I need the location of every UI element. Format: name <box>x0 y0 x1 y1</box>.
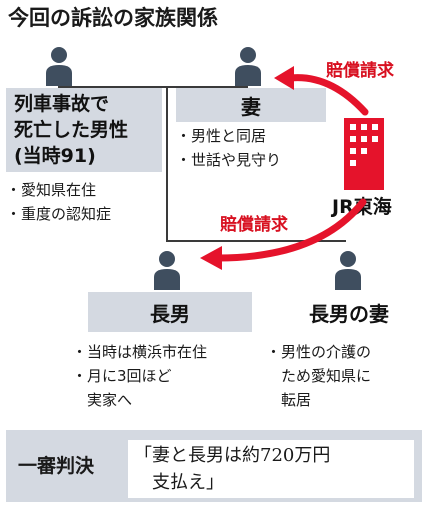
son-fact: ・月に3回ほど <box>72 367 172 385</box>
son-wife-fact: ため愛知県に <box>266 367 372 385</box>
diagram-title: 今回の訴訟の家族関係 <box>8 6 218 30</box>
verdict-label: 一審判決 <box>18 455 95 477</box>
sibling-line <box>166 240 346 242</box>
arrow-icon <box>200 198 367 270</box>
son-box: 長男 <box>88 292 252 332</box>
wife-box: 妻 <box>176 88 326 122</box>
deceased-line-1: 列車事故で <box>14 93 110 115</box>
person-icon <box>46 47 72 86</box>
wife-fact: ・世話や見守り <box>176 151 282 169</box>
deceased-facts: ・愛知県在住 ・重度の認知症 <box>6 178 111 226</box>
deceased-line-3: (当時91) <box>14 145 96 167</box>
spouse-line <box>58 86 248 88</box>
son-wife-fact: ・男性の介護の <box>266 343 372 361</box>
son-fact: ・当時は横浜市在住 <box>72 343 208 361</box>
building-icon <box>344 118 384 190</box>
person-icon <box>154 251 180 290</box>
wife-facts: ・男性と同居 ・世話や見守り <box>176 124 281 172</box>
son-wife-fact: 転居 <box>266 391 312 409</box>
deceased-fact: ・愛知県在住 <box>6 181 97 199</box>
person-icon <box>235 47 261 86</box>
arrow-icon <box>274 66 369 116</box>
verdict-line: 「妻と長男は約720万円 <box>134 445 331 466</box>
son-label: 長男 <box>150 301 190 326</box>
claim-label-wife: 賠償請求 <box>326 61 394 81</box>
son-wife-box: 長男の妻 <box>276 292 422 332</box>
son-fact: 実家へ <box>72 391 133 409</box>
claim-label-son: 賠償請求 <box>220 215 288 235</box>
son-wife-label: 長男の妻 <box>309 301 389 326</box>
verdict-line: 支払え」 <box>134 472 224 493</box>
deceased-fact: ・重度の認知症 <box>6 205 112 223</box>
son-facts: ・当時は横浜市在住 ・月に3回ほど 実家へ <box>72 340 207 412</box>
deceased-line-2: 死亡した男性 <box>14 119 129 141</box>
son-wife-facts: ・男性の介護の ため愛知県に 転居 <box>266 340 371 412</box>
wife-fact: ・男性と同居 <box>176 127 267 145</box>
person-icon <box>335 251 361 290</box>
descent-line <box>166 88 168 240</box>
wife-label: 妻 <box>241 94 261 119</box>
verdict-text: 「妻と長男は約720万円 支払え」 <box>128 440 414 498</box>
deceased-box: 列車事故で 死亡した男性 (当時91) <box>6 88 162 172</box>
